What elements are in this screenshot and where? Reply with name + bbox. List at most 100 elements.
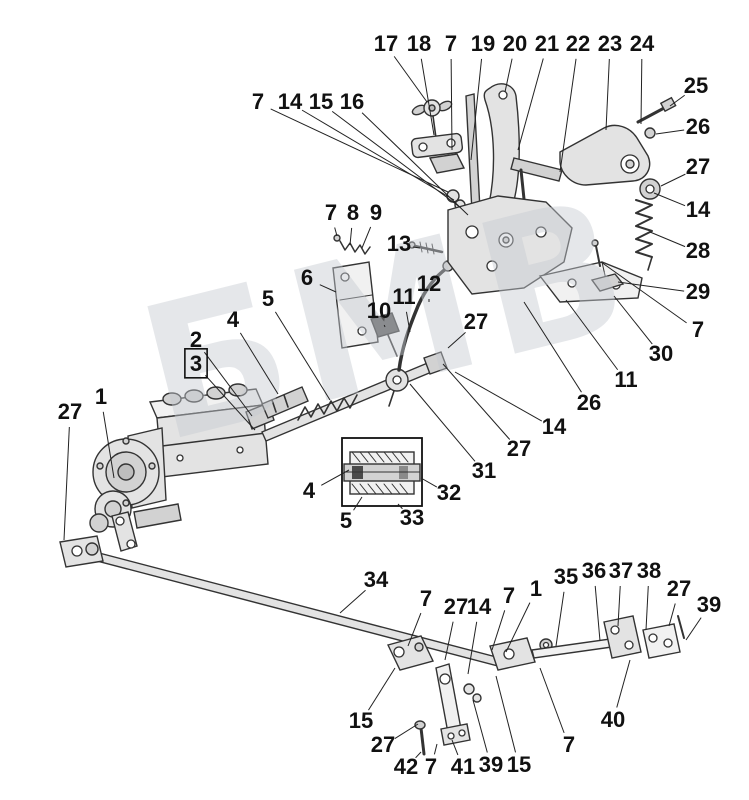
leader-line-16 (361, 112, 469, 216)
leader-line-1 (505, 602, 531, 653)
leader-line-27 (660, 173, 686, 187)
leader-line-7 (491, 610, 506, 651)
leader-line-4 (321, 469, 350, 486)
callout-27: 27 (371, 732, 395, 757)
callout-31: 31 (472, 458, 496, 483)
leader-line-31 (409, 383, 476, 462)
callout-27: 27 (686, 154, 710, 179)
callout-1: 1 (530, 576, 542, 601)
leader-line-14 (467, 621, 478, 675)
callout-26: 26 (686, 114, 710, 139)
leader-line-14 (301, 109, 455, 201)
callout-40: 40 (601, 707, 625, 732)
callout-7: 7 (420, 586, 432, 611)
leader-line-11 (405, 311, 411, 333)
callout-15: 15 (309, 89, 333, 114)
callout-27: 27 (444, 594, 468, 619)
leader-line-7 (407, 612, 422, 647)
callout-14: 14 (542, 414, 567, 439)
leader-line-26 (523, 301, 582, 393)
leader-line-13 (412, 246, 421, 249)
callout-15: 15 (507, 752, 531, 777)
callout-33: 33 (400, 505, 424, 530)
callout-14: 14 (278, 89, 303, 114)
leader-line-7 (600, 261, 687, 324)
leader-line-14 (454, 371, 543, 422)
callout-39: 39 (697, 592, 721, 617)
callout-24: 24 (630, 31, 655, 56)
callout-28: 28 (686, 238, 710, 263)
leader-line-42 (415, 751, 422, 759)
callout-42: 42 (394, 754, 418, 779)
callout-35: 35 (554, 564, 578, 589)
callout-14: 14 (686, 197, 711, 222)
callout-5: 5 (340, 508, 352, 533)
leader-line-27 (444, 621, 454, 661)
leader-line-22 (559, 58, 577, 173)
leader-line-18 (420, 58, 435, 136)
leader-line-7 (270, 108, 449, 193)
leader-line-36 (594, 585, 601, 642)
leader-line-28 (649, 231, 686, 248)
callout-23: 23 (598, 31, 622, 56)
callout-29: 29 (686, 279, 710, 304)
callout-27: 27 (464, 309, 488, 334)
leader-line-4 (239, 332, 279, 395)
leader-line-11 (565, 299, 619, 371)
callout-41: 41 (451, 754, 475, 779)
callout-11: 11 (392, 284, 415, 309)
callout-20: 20 (503, 31, 527, 56)
callout-26: 26 (577, 390, 601, 415)
leader-line-7 (450, 58, 453, 151)
callout-9: 9 (370, 200, 382, 225)
leader-line-5 (274, 311, 331, 401)
callout-5: 5 (262, 286, 274, 311)
leader-line-23 (605, 58, 610, 131)
callout-13: 13 (387, 231, 411, 256)
callout-7: 7 (692, 317, 704, 342)
leader-line-10 (383, 324, 386, 328)
leader-line-14 (653, 192, 686, 207)
callout-1: 1 (95, 384, 107, 409)
leader-line-21 (517, 58, 544, 151)
leader-line-1 (102, 411, 115, 479)
leader-line-6 (319, 284, 337, 293)
callout-11: 11 (614, 367, 637, 392)
fork-link (435, 663, 462, 734)
callout-34: 34 (364, 567, 389, 592)
callout-7: 7 (563, 732, 575, 757)
leader-line-27 (394, 723, 419, 739)
callout-21: 21 (535, 31, 559, 56)
callout-22: 22 (566, 31, 590, 56)
callout-7: 7 (445, 31, 457, 56)
callout-18: 18 (407, 31, 431, 56)
leader-line-29 (617, 281, 685, 292)
upper-linkage-artwork (333, 83, 677, 303)
leader-line-38 (645, 585, 649, 631)
callout-7: 7 (325, 200, 337, 225)
return-spring (635, 199, 653, 258)
leader-line-7 (539, 667, 565, 734)
callout-7: 7 (252, 89, 264, 114)
callout-10: 10 (367, 298, 391, 323)
leader-line-8 (349, 227, 353, 246)
leader-line-30 (613, 295, 653, 345)
callout-37: 37 (609, 558, 633, 583)
fuel-pump-artwork (89, 383, 309, 552)
callout-38: 38 (637, 558, 661, 583)
leader-line-34 (339, 589, 366, 614)
callout-30: 30 (649, 341, 673, 366)
leader-line-9 (361, 226, 372, 249)
leader-line-26 (655, 129, 685, 135)
callout-3: 3 (190, 351, 202, 376)
leader-line-5 (353, 496, 363, 511)
callout-8: 8 (347, 200, 359, 225)
leader-line-3 (205, 375, 256, 431)
leader-line-20 (504, 58, 513, 93)
leader-line-37 (617, 585, 621, 627)
callout-27: 27 (507, 436, 531, 461)
mounting-plate (332, 261, 379, 349)
leader-line-2 (203, 351, 253, 417)
